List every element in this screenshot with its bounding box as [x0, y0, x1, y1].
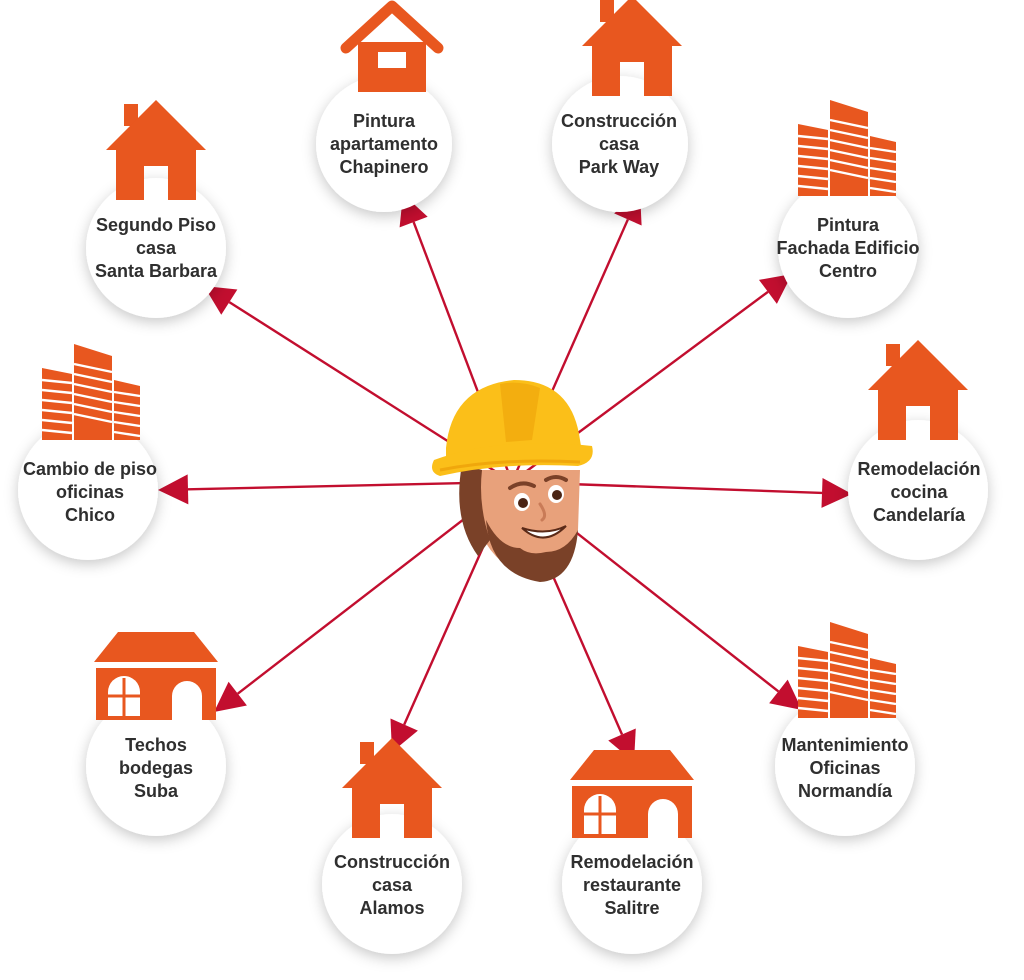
project-circle-remodelacion-candelaria	[848, 420, 988, 560]
project-circle-pintura-chapinero	[316, 76, 452, 212]
project-icons	[41, 0, 968, 838]
office-buildings-icon	[41, 344, 141, 440]
project-circle-techos-suba	[86, 696, 226, 836]
house-window-icon	[340, 0, 444, 92]
project-circle-segundo-piso-santa-barbara	[86, 178, 226, 318]
office-buildings-icon	[797, 100, 897, 196]
project-circle-pintura-fachada-centro	[778, 178, 918, 318]
project-circle-mantenimiento-normandia	[775, 696, 915, 836]
warehouse-icon	[94, 632, 218, 720]
project-circles	[18, 76, 988, 954]
project-circle-remodelacion-salitre	[562, 814, 702, 954]
project-circle-construccion-alamos	[322, 814, 462, 954]
house-icon	[868, 340, 968, 440]
house-icon	[106, 100, 206, 200]
warehouse-icon	[570, 750, 694, 838]
house-icon	[582, 0, 682, 96]
construction-worker-icon	[432, 380, 593, 582]
house-icon	[342, 738, 442, 838]
arrow-cambio-piso-chico	[158, 474, 513, 505]
office-buildings-icon	[797, 622, 897, 718]
project-circle-cambio-piso-chico	[18, 420, 158, 560]
project-circle-construccion-park-way	[552, 76, 688, 212]
